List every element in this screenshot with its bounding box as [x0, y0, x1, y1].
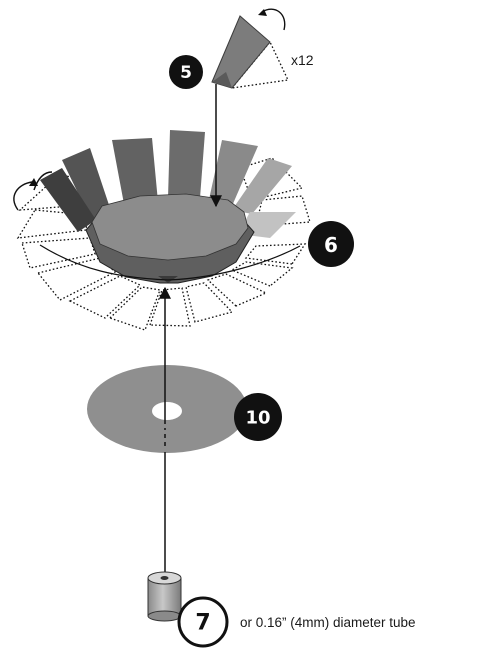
- tube-bottom: [147, 610, 182, 622]
- blade-count-label: x12: [291, 52, 314, 68]
- step-number-10: 10: [245, 408, 270, 429]
- blade-upright: [40, 168, 96, 232]
- step-number-7: 7: [195, 611, 210, 636]
- step-number-5: 5: [180, 63, 192, 83]
- hub-base-line: [39, 244, 301, 281]
- curved-arrow-icon: [33, 171, 53, 191]
- step-badge-6: 6: [308, 221, 354, 267]
- step-badge-6-circle: [308, 221, 354, 267]
- disc-part: [87, 365, 247, 453]
- disc-hole: [152, 402, 182, 420]
- blade-upright: [168, 130, 205, 198]
- step-badge-10: 10: [234, 393, 282, 441]
- step-badge-5-circle: [169, 55, 203, 89]
- curved-arrow-icon: [261, 8, 286, 31]
- blade-tab: [212, 72, 232, 88]
- blade-fold-outline: [230, 40, 289, 89]
- step-number-6: 6: [324, 233, 338, 257]
- blade-upright: [62, 148, 110, 222]
- blade-upright: [112, 138, 158, 204]
- single-blade: [211, 8, 289, 89]
- tube-bore: [160, 576, 169, 580]
- blade-shape: [211, 15, 271, 89]
- step-badge-7-circle: [177, 596, 229, 648]
- step-badge-7: 7: [177, 596, 229, 648]
- curved-arrow-icon-head: [258, 9, 267, 16]
- step-badge-10-circle: [234, 393, 282, 441]
- tube-part: [147, 571, 182, 622]
- blade-upright: [232, 158, 292, 214]
- step-badge-5: 5: [169, 55, 203, 89]
- hub-top: [91, 193, 249, 261]
- fan-hub-assembly: [13, 130, 311, 331]
- blade-upright: [208, 140, 258, 206]
- curved-arrow-icon: [13, 181, 33, 211]
- tube-note: or 0.16” (4mm) diameter tube: [240, 615, 416, 630]
